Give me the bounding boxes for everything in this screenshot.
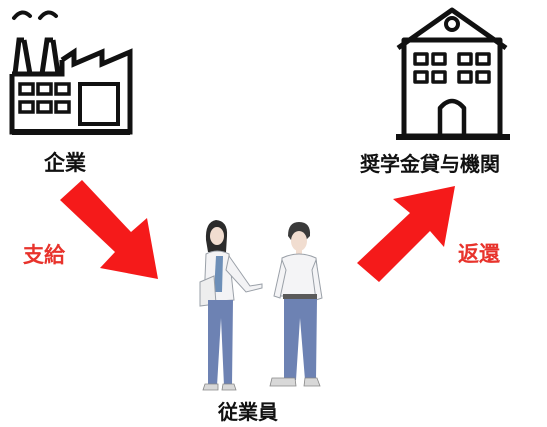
repayment-label: 返還 <box>458 242 500 266</box>
scholarship-org-label: 奨学金貸与機関 <box>360 152 500 176</box>
company-label: 企業 <box>44 151 86 175</box>
payment-label: 支給 <box>23 243 65 267</box>
employee-label: 従業員 <box>218 400 278 424</box>
